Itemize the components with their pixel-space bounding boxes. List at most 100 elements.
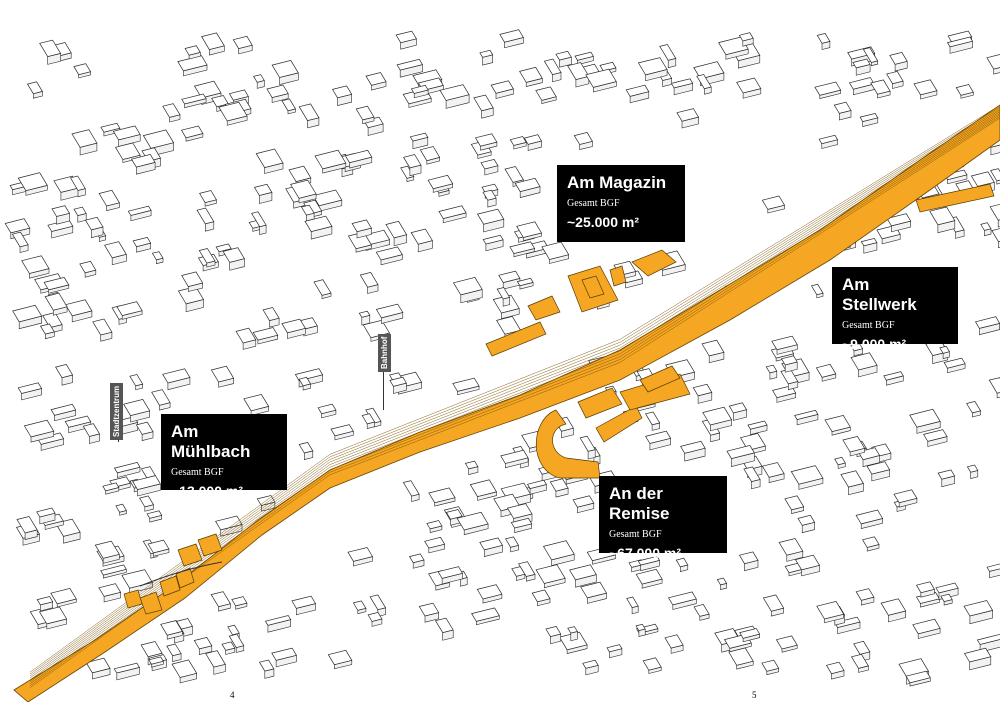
context-building (69, 175, 86, 191)
context-building (479, 537, 504, 551)
context-building (298, 103, 320, 122)
context-building (409, 132, 429, 142)
context-building (761, 462, 785, 478)
context-building (567, 626, 578, 634)
context-building (935, 582, 959, 594)
context-building (834, 616, 861, 629)
context-building (290, 179, 317, 199)
context-building (579, 435, 596, 452)
area-name: Am Mühlbach (171, 422, 251, 461)
context-building (738, 551, 759, 565)
context-building (352, 600, 367, 611)
context-building (771, 335, 798, 351)
context-building (842, 435, 866, 453)
context-building (940, 593, 953, 603)
context-building (569, 564, 597, 581)
context-building (986, 563, 1000, 572)
context-building (490, 80, 514, 94)
context-building (330, 424, 354, 437)
context-building (210, 365, 235, 383)
context-building (794, 554, 821, 571)
context-building (816, 600, 845, 620)
context-building (480, 158, 499, 170)
context-building (912, 618, 941, 635)
context-building (693, 61, 725, 80)
context-building (231, 596, 248, 607)
context-building (94, 540, 120, 559)
context-building (385, 220, 408, 239)
context-building (818, 134, 839, 145)
context-building (445, 509, 463, 520)
context-building (726, 444, 755, 460)
context-building (298, 376, 312, 387)
footbridge (139, 561, 223, 587)
rail-track-line (29, 108, 1000, 677)
context-building (963, 647, 992, 663)
context-building (790, 465, 824, 485)
context-building (471, 607, 500, 622)
context-building (113, 662, 140, 674)
context-building (140, 641, 163, 658)
context-building (761, 195, 786, 210)
context-building (736, 77, 762, 94)
context-building (193, 80, 222, 99)
context-building (840, 470, 864, 488)
context-building (252, 327, 279, 341)
area-metric-value: ~67.000 m² (609, 545, 681, 561)
area-metric-value: ~13.000 m² (171, 483, 243, 499)
context-building (426, 520, 443, 530)
context-building (955, 84, 974, 96)
area-name: Am Magazin (567, 173, 667, 192)
context-building (850, 343, 864, 352)
context-building (215, 515, 243, 531)
context-building (50, 403, 77, 416)
context-building (852, 58, 871, 69)
context-building (555, 50, 572, 61)
context-building (797, 514, 816, 526)
context-building (227, 624, 240, 636)
context-building (424, 536, 446, 549)
context-building (531, 589, 551, 603)
context-building (474, 133, 498, 147)
context-building (171, 659, 198, 678)
context-building (862, 47, 879, 63)
context-building (469, 479, 498, 498)
context-building (452, 377, 480, 392)
context-building (135, 421, 154, 435)
context-building (523, 134, 543, 145)
context-building (271, 647, 297, 661)
context-building (814, 81, 842, 96)
context-building (761, 659, 780, 672)
context-building (784, 495, 805, 511)
context-building (55, 363, 74, 379)
context-building (990, 168, 1000, 182)
context-building (312, 189, 343, 207)
context-building (298, 441, 314, 454)
context-building (347, 547, 374, 562)
context-building (880, 598, 907, 616)
rail-track-line (29, 109, 1000, 679)
context-buildings (4, 29, 1000, 687)
context-building (718, 36, 749, 56)
context-building (100, 564, 127, 576)
context-building (659, 44, 677, 61)
context-building (976, 633, 1000, 645)
context-building (235, 327, 257, 344)
context-building (281, 318, 306, 334)
development-buildings (123, 183, 995, 615)
context-building (815, 363, 837, 378)
context-building (85, 657, 111, 674)
context-building (36, 507, 56, 518)
context-building (625, 84, 650, 97)
context-building (870, 79, 891, 95)
context-building (427, 174, 454, 190)
context-building (855, 588, 875, 601)
context-building (44, 292, 68, 311)
context-building (419, 146, 441, 162)
context-building (26, 81, 43, 95)
context-building (991, 228, 1000, 243)
area-metric-value: ~9.000 m² (842, 336, 907, 352)
context-building (434, 617, 454, 634)
context-building (317, 403, 337, 415)
